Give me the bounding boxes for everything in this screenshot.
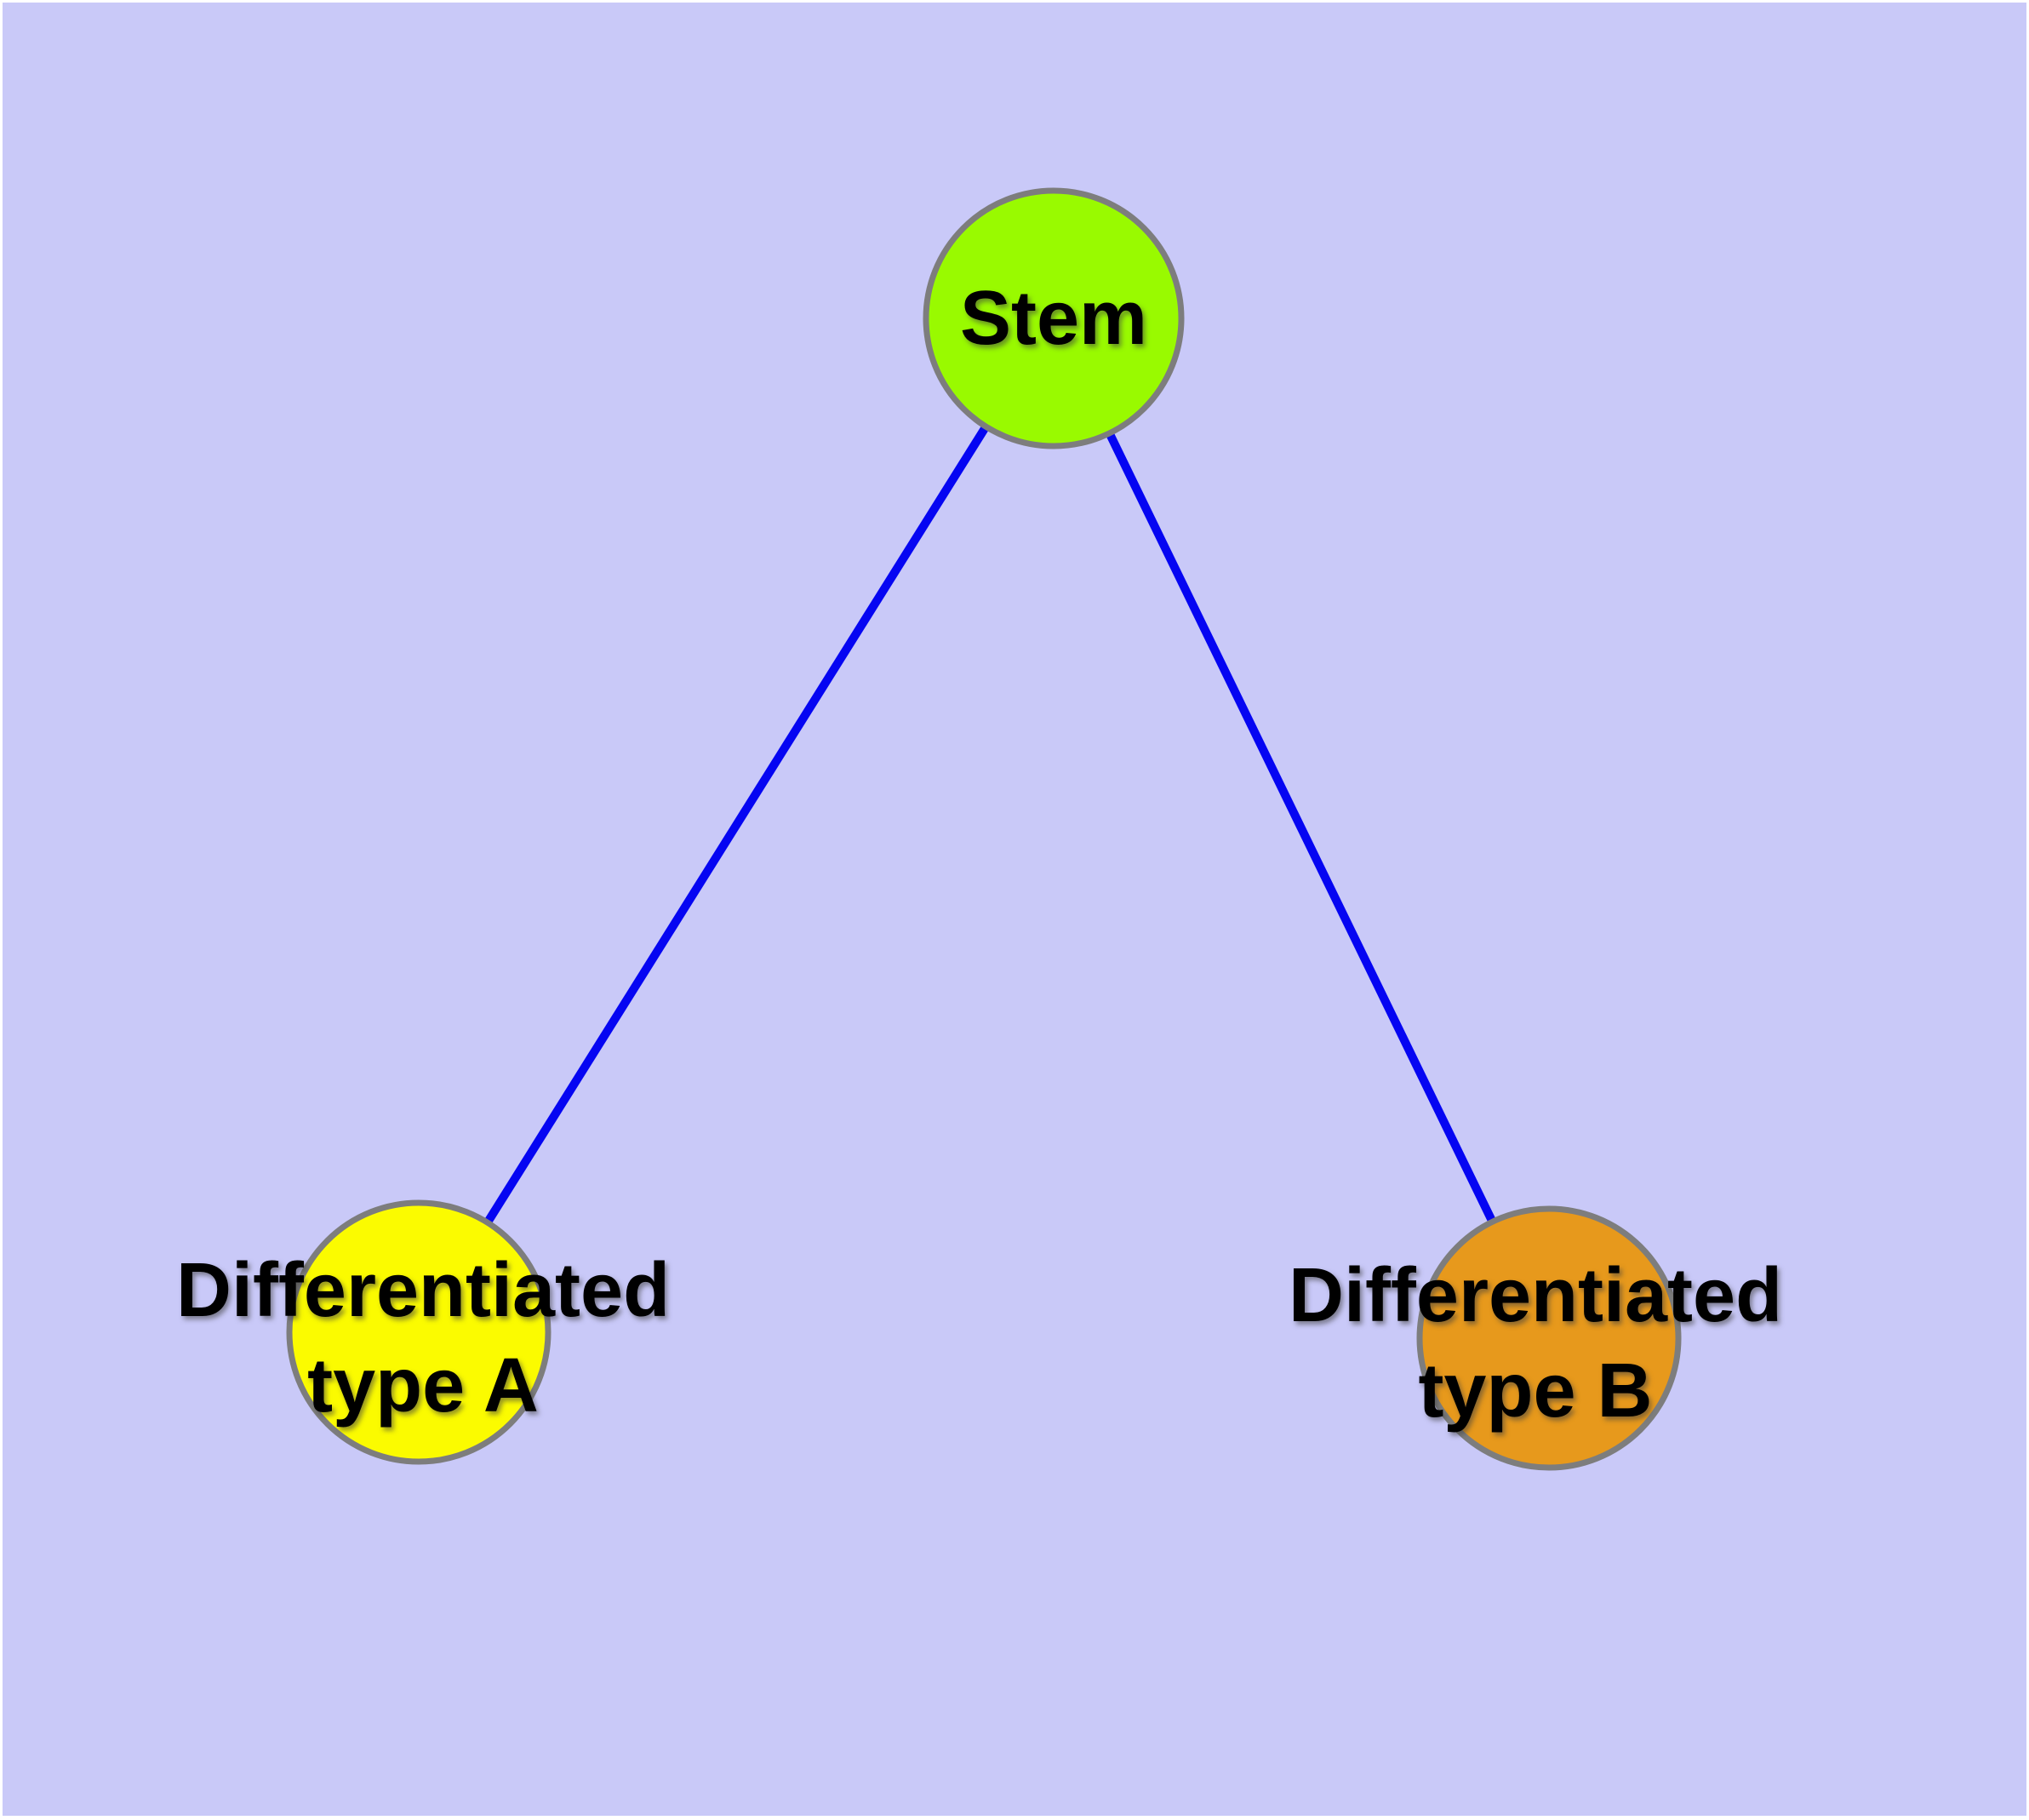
edge-stem-to-type-b (1049, 316, 1553, 1341)
node-differentiated-type-b (1416, 1205, 1682, 1471)
edge-stem-to-type-a (414, 316, 1058, 1335)
node-stem (923, 187, 1185, 449)
node-differentiated-type-a (286, 1199, 552, 1465)
